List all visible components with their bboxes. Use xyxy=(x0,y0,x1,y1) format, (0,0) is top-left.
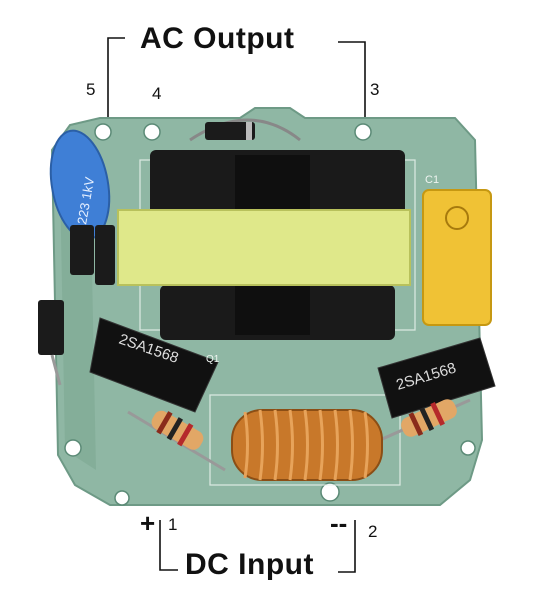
resistor-left xyxy=(127,410,226,472)
diode-top xyxy=(189,118,301,142)
hole-bl xyxy=(64,439,82,457)
ac-output-label: AC Output xyxy=(140,22,295,55)
hole-2 xyxy=(320,482,340,502)
dc-bracket-left xyxy=(159,520,178,571)
yellow-capacitor: C1 xyxy=(422,174,492,326)
dc-input-label: DC Input xyxy=(185,548,314,581)
transistor-right: 2SA1568 xyxy=(377,337,496,419)
minus-sign: -- xyxy=(330,508,348,538)
transformer-tape xyxy=(117,209,411,286)
resistor-right xyxy=(379,398,471,442)
pin-4-label: 4 xyxy=(152,84,162,103)
pin-1-label: 1 xyxy=(168,515,178,534)
hole-1 xyxy=(114,490,130,506)
transformer xyxy=(117,150,411,340)
pin-2-label: 2 xyxy=(368,522,378,541)
toroid-inductor xyxy=(231,409,383,481)
pin-5-label: 5 xyxy=(86,80,96,99)
hole-br xyxy=(460,440,476,456)
dc-bracket-right xyxy=(338,520,356,573)
cap-ref-c1: C1 xyxy=(425,174,439,186)
inductor-outline xyxy=(209,394,401,486)
transistor-ref: Q1 xyxy=(206,354,220,365)
mounting-holes xyxy=(64,123,476,506)
ac-bracket-right xyxy=(338,41,366,118)
blue-capacitor: 223 1kV xyxy=(49,129,111,241)
bracket-lines xyxy=(107,37,366,573)
hole-5 xyxy=(94,123,112,141)
ac-bracket-left xyxy=(107,37,125,45)
hole-4 xyxy=(143,123,161,141)
left-diodes xyxy=(38,225,115,386)
transistor-left: 2SA1568 Q1 xyxy=(89,317,220,413)
hole-3 xyxy=(354,123,372,141)
plus-sign: + xyxy=(140,508,156,538)
pin-3-label: 3 xyxy=(370,80,380,99)
